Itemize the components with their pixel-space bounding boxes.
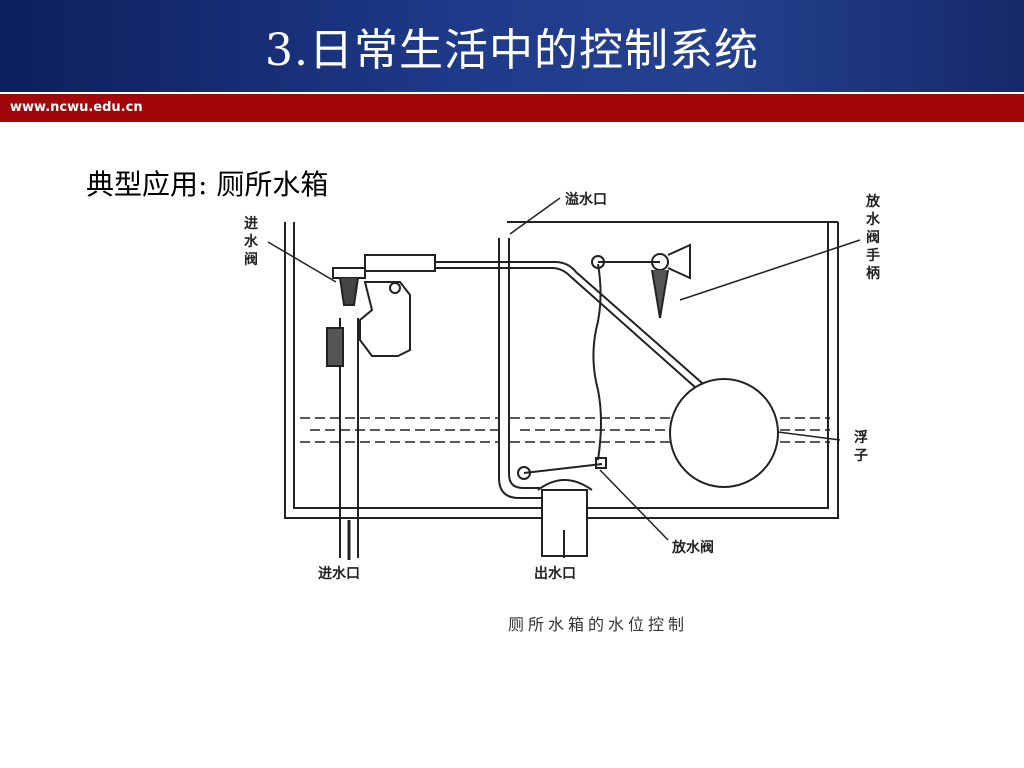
inlet-valve-pivot [389,282,401,294]
inlet-valve-arm [359,281,411,357]
diagram-caption: 厕所水箱的水位控制 [508,615,688,634]
label-water-outlet: 出水口 [534,565,576,582]
leader-inlet-valve [267,241,337,283]
drain-valve-lever [523,463,603,474]
handle-lever [651,269,669,319]
drain-valve-flap [537,479,593,491]
handle-bracket [667,243,691,280]
float-arm-inner [435,267,706,397]
lift-chain [592,263,602,461]
inlet-valve-needle [339,277,359,306]
overflow-pipe-inner [508,238,540,489]
float-arm [435,261,711,391]
float-arm-joint [364,254,436,272]
slide-title: 3.日常生活中的控制系统 [265,25,759,76]
inlet-valve-cap [332,267,366,279]
float-ball [669,378,779,488]
label-inlet-valve: 进水阀 [244,216,259,268]
leader-overflow [509,197,561,235]
label-float: 浮子 [854,429,868,464]
overflow-pipe-outer [498,238,545,499]
label-flush-handle: 放水阀手柄 [865,193,881,282]
header-banner: 3.日常生活中的控制系统 [0,0,1024,92]
label-overflow: 溢水口 [565,191,607,208]
label-water-inlet: 进水口 [318,565,360,582]
label-drain-valve: 放水阀 [671,539,714,556]
leader-float [777,431,841,441]
site-url: www.ncwu.edu.cn [10,100,143,115]
section-subtitle: 典型应用: 厕所水箱 [86,168,329,201]
url-bar: www.ncwu.edu.cn [0,94,1024,122]
inlet-valve-nut [326,327,344,367]
leader-drain-valve [599,469,669,541]
leader-flush-handle [679,239,861,301]
drain-valve-hook [595,457,607,469]
